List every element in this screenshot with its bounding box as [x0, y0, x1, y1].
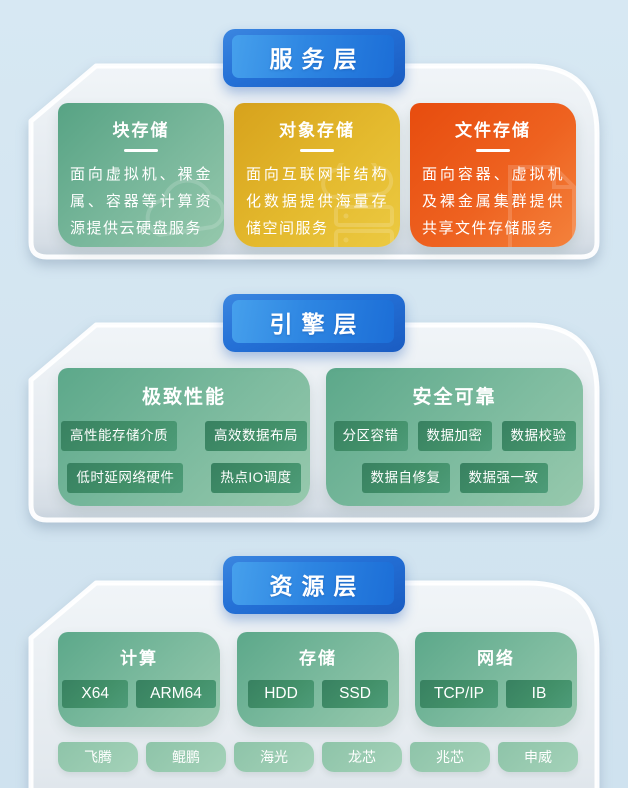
title-divider	[300, 149, 334, 152]
card-title: 存储	[299, 649, 337, 668]
card-extreme-performance: 极致性能 高性能存储介质 高效数据布局 低时延网络硬件 热点IO调度	[58, 368, 310, 506]
card-title: 文件存储	[455, 121, 531, 140]
resource-chip: IB	[505, 680, 572, 708]
vendor-chip: 海光	[234, 742, 314, 772]
chip-row: HDD SSD	[237, 680, 399, 708]
badge-inner: 资源层	[232, 562, 394, 605]
badge-inner: 引擎层	[232, 300, 394, 343]
resource-layer-title: 资源层	[269, 572, 366, 599]
title-divider	[124, 149, 158, 152]
resource-chip: X64	[62, 680, 129, 708]
card-description: 面向虚拟机、裸金属、容器等计算资源提供云硬盘服务	[70, 166, 212, 237]
engine-layer-section: 引擎层 极致性能 高性能存储介质 高效数据布局 低时延网络硬件 热点IO调度 安…	[28, 294, 600, 523]
chip-row: 分区容错 数据加密 数据校验	[326, 421, 583, 451]
feature-chip: 分区容错	[333, 421, 408, 451]
feature-chip: 高效数据布局	[205, 421, 307, 451]
resource-chip: TCP/IP	[420, 680, 498, 708]
resource-chip: HDD	[248, 680, 314, 708]
document-icon	[508, 165, 576, 247]
card-title: 网络	[477, 649, 515, 668]
chip-row: 低时延网络硬件 热点IO调度	[58, 463, 310, 493]
vendor-chip: 鲲鹏	[146, 742, 226, 772]
card-title: 计算	[120, 649, 158, 668]
resource-layer-section: 资源层 计算 X64 ARM64 存储 HDD SSD 网络	[28, 556, 600, 788]
card-network: 网络 TCP/IP IB	[415, 632, 577, 727]
vendor-chip: 申威	[498, 742, 578, 772]
resource-layer-badge: 资源层	[223, 556, 405, 614]
resource-chip: SSD	[322, 680, 388, 708]
vendor-chip: 飞腾	[58, 742, 138, 772]
feature-chip: 热点IO调度	[211, 463, 301, 493]
chip-row: X64 ARM64	[58, 680, 220, 708]
card-title: 安全可靠	[412, 387, 497, 408]
cloud-icon	[145, 178, 224, 238]
card-title: 对象存储	[279, 121, 355, 140]
card-description: 面向互联网非结构化数据提供海量存储空间服务	[246, 166, 388, 237]
vendor-chips-row: 飞腾 鲲鹏 海光 龙芯 兆芯 申威	[58, 742, 578, 772]
feature-chip: 数据加密	[417, 421, 492, 451]
card-storage: 存储 HDD SSD	[237, 632, 399, 727]
engine-layer-badge: 引擎层	[223, 294, 405, 352]
service-layer-section: 服务层 块存储 面向虚拟机、裸金属、容器等计算资源提供云硬盘服务 对象存储 面向…	[28, 29, 600, 260]
card-file-storage: 文件存储 面向容器、虚拟机及裸金属集群提供共享文件存储服务	[410, 103, 576, 247]
card-safe-reliable: 安全可靠 分区容错 数据加密 数据校验 数据自修复 数据强一致	[326, 368, 583, 506]
engine-layer-title: 引擎层	[269, 310, 366, 337]
feature-chip: 高性能存储介质	[61, 421, 177, 451]
service-layer-title: 服务层	[269, 45, 366, 72]
title-divider	[476, 149, 510, 152]
feature-chip: 低时延网络硬件	[67, 463, 184, 493]
feature-chip: 数据强一致	[459, 463, 548, 493]
card-title: 块存储	[112, 121, 170, 140]
badge-inner: 服务层	[232, 35, 394, 78]
feature-chip: 数据自修复	[361, 463, 450, 493]
card-title: 极致性能	[141, 387, 226, 408]
chip-row: 高性能存储介质 高效数据布局	[58, 421, 310, 451]
card-block-storage: 块存储 面向虚拟机、裸金属、容器等计算资源提供云硬盘服务	[58, 103, 224, 247]
service-layer-badge: 服务层	[223, 29, 405, 87]
cloud-server-icon	[321, 163, 394, 247]
card-compute: 计算 X64 ARM64	[58, 632, 220, 727]
resource-chip: ARM64	[136, 680, 216, 708]
feature-chip: 数据校验	[501, 421, 576, 451]
card-description: 面向容器、虚拟机及裸金属集群提供共享文件存储服务	[422, 166, 564, 237]
chip-row: TCP/IP IB	[415, 680, 577, 708]
vendor-chip: 龙芯	[322, 742, 402, 772]
card-object-storage: 对象存储 面向互联网非结构化数据提供海量存储空间服务	[234, 103, 400, 247]
chip-row: 数据自修复 数据强一致	[326, 463, 583, 493]
vendor-chip: 兆芯	[410, 742, 490, 772]
